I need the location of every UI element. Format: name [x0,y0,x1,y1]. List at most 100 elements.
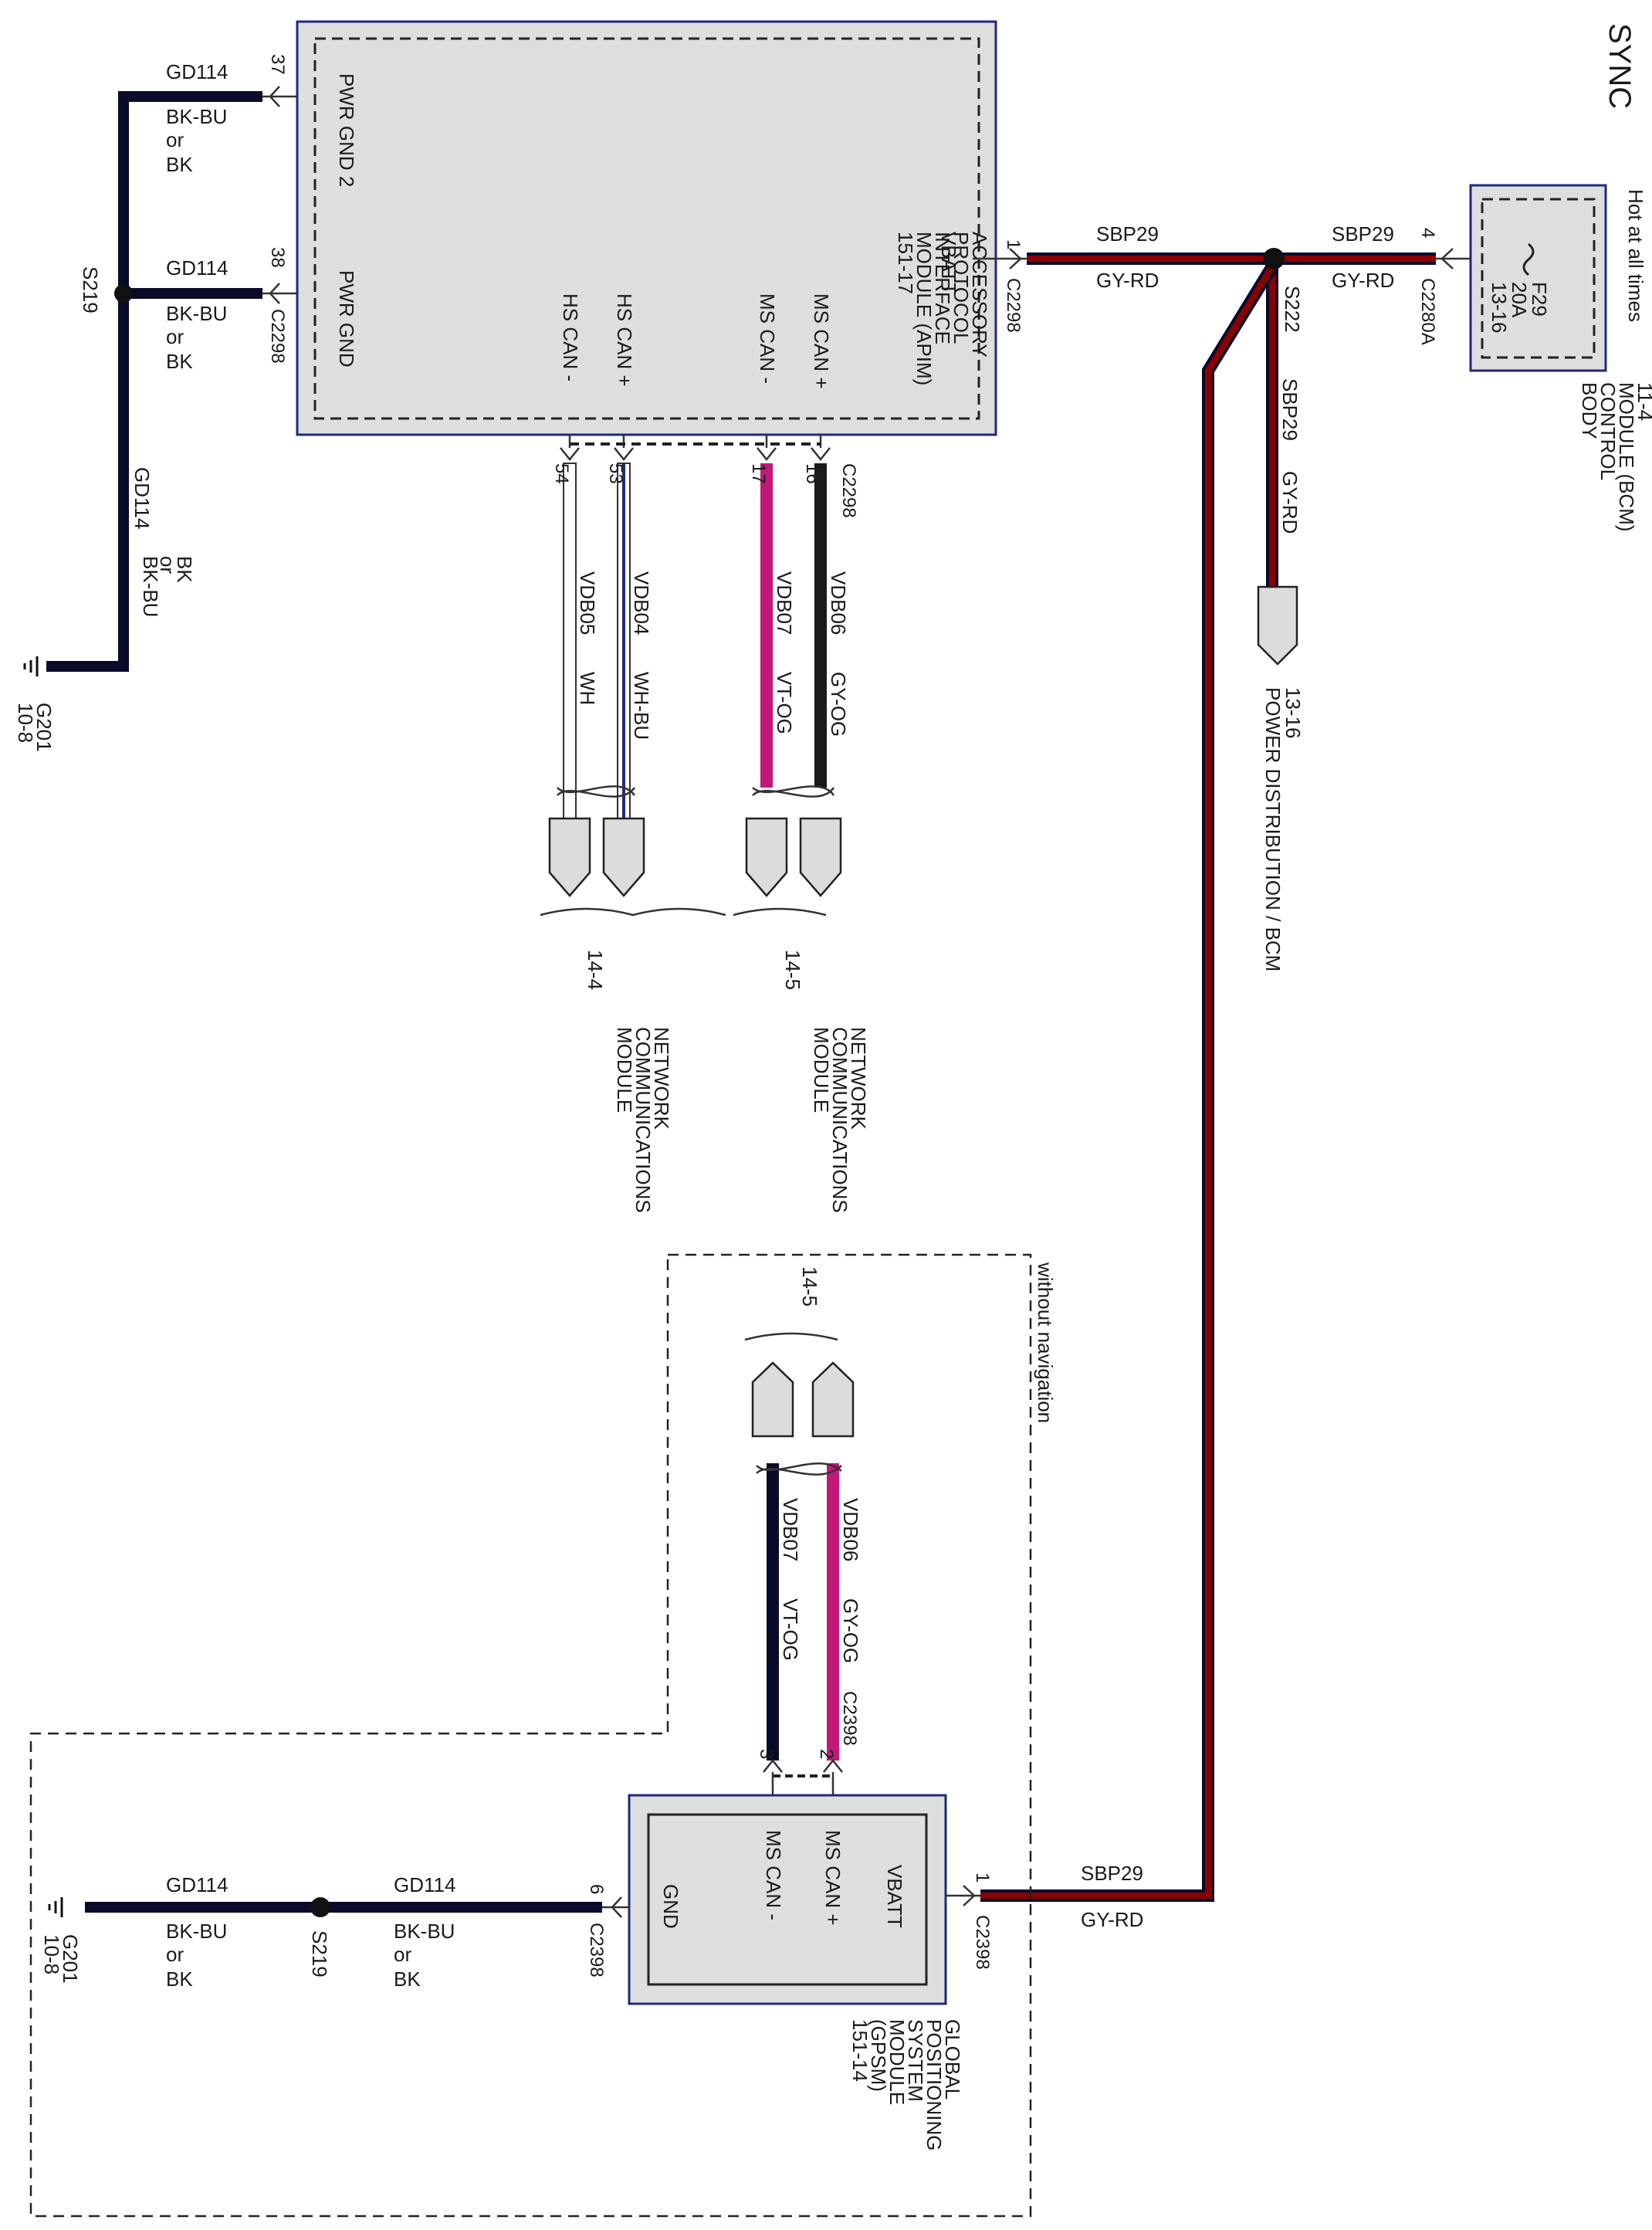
svg-text:or: or [394,1943,411,1966]
power-distribution-label: POWER DISTRIBUTION / BCM 13-16 [1261,687,1305,971]
s222-branch-label: SBP29 GY-RD [1278,378,1302,534]
apim-can-connectors [540,817,842,917]
svg-text:or: or [166,325,184,348]
splice-s219-bottom [310,1897,330,1917]
bcm-label: BODY CONTROL MODULE (BCM) 11-4 [1578,382,1652,532]
svg-text:without navigation: without navigation [1034,1262,1057,1423]
svg-text:PROTOCOL: PROTOCOL [950,232,973,344]
svg-text:BK-BU: BK-BU [139,556,162,617]
apim-terminal-ms-can-plus: MS CAN + [810,293,833,389]
svg-text:GY-OG: GY-OG [839,1598,862,1663]
ground-symbol-top [23,656,39,676]
svg-text:G201: G201 [59,1934,82,1984]
svg-text:GND: GND [659,1884,682,1929]
svg-text:GY-RD: GY-RD [1278,471,1302,534]
svg-text:VDB06: VDB06 [839,1498,862,1561]
svg-text:VDB04: VDB04 [630,571,653,635]
svg-text:COMMUNICATIONS: COMMUNICATIONS [828,1027,851,1213]
bk-or-bkbu-label: BK or BK-BU [139,556,196,617]
svg-text:S222: S222 [1281,286,1304,333]
svg-text:10-8: 10-8 [14,703,37,743]
svg-text:GD114: GD114 [166,60,228,83]
svg-text:SBP29: SBP29 [1332,222,1394,246]
svg-text:151-14: 151-14 [848,2019,872,2082]
svg-text:GD114: GD114 [166,1873,228,1896]
gpsm-can-wires [756,1462,843,1815]
svg-text:54: 54 [551,463,572,484]
apim-vbatt-connector: C2298 [1003,278,1024,333]
apim-terminal-hs-can-plus: HS CAN + [613,293,636,387]
gpsm-can-connectors: 14-5 [744,1266,855,1438]
svg-text:S219: S219 [79,266,102,313]
svg-text:BK: BK [166,350,193,373]
bcm-pin-4: 4 [1417,228,1438,238]
svg-text:VDB07: VDB07 [779,1498,802,1561]
svg-text:G201: G201 [32,703,56,752]
svg-text:14-4: 14-4 [584,950,607,990]
svg-text:13-16: 13-16 [1281,687,1305,739]
svg-text:MODULE: MODULE [613,1027,636,1113]
svg-text:C2280A: C2280A [1417,278,1438,345]
mcn-labels: 14-4 14-5 MODULE COMMUNICATIONS NETWORK … [584,950,870,1213]
svg-text:COMMUNICATIONS: COMMUNICATIONS [631,1027,655,1213]
apim-terminal-ms-can-minus: MS CAN - [756,293,779,384]
svg-text:MODULE (BCM): MODULE (BCM) [1615,382,1638,532]
svg-text:MS CAN +: MS CAN + [821,1830,845,1926]
svg-text:WH-BU: WH-BU [630,672,653,740]
svg-text:SYSTEM: SYSTEM [904,2019,927,2102]
svg-text:S219: S219 [308,1930,331,1978]
svg-text:MS CAN -: MS CAN - [762,1830,785,1920]
gd114-labels-top: GD114 BK-BU or BK GD114 BK-BU or BK [166,60,228,373]
ground-label-bottom: G201 10-8 [40,1934,82,1984]
svg-text:BK-BU: BK-BU [394,1920,455,1943]
gd114-vertical-label: GD114 [130,467,154,529]
splice-s219-label: S219 [79,266,102,313]
svg-text:NETWORK: NETWORK [847,1027,870,1130]
svg-text:6: 6 [586,1884,607,1894]
ground-symbol-bottom [48,1897,63,1917]
diagram-title: SYNC [1603,23,1637,109]
svg-text:C2298: C2298 [1003,278,1024,333]
svg-text:C2298: C2298 [838,463,859,518]
svg-text:16: 16 [802,463,823,484]
svg-text:BK: BK [394,1967,421,1991]
pin-37-label: 37 [267,54,288,75]
svg-text:F29: F29 [1528,282,1551,317]
apim-terminal-pwr-gnd: PWR GND [335,270,358,368]
svg-text:BK-BU: BK-BU [166,302,227,325]
svg-text:151-17: 151-17 [894,232,917,294]
svg-text:HS CAN -: HS CAN - [559,293,582,381]
s222-label: S222 [1281,286,1304,333]
svg-text:14-5: 14-5 [798,1266,821,1306]
apim-terminal-hs-can-minus: HS CAN - [559,293,582,381]
splice-s219-top [114,284,133,303]
svg-text:38: 38 [267,247,288,268]
gpsm-module: VBATT MS CAN + MS CAN - GND GLOBAL POSIT… [628,1794,964,2150]
svg-text:BK-BU: BK-BU [166,105,227,128]
apim-vbatt-pin: 1 [1003,239,1024,249]
svg-text:Hot at all times: Hot at all times [1624,189,1647,322]
svg-text:VDB06: VDB06 [827,571,850,635]
svg-text:BODY: BODY [1578,382,1601,439]
svg-text:WH: WH [576,672,599,705]
fuse-f29: F29 20A 13-16 [1488,282,1551,334]
gpsm-label: GLOBAL POSITIONING SYSTEM MODULE (GPSM) … [848,2019,964,2150]
ground-label-top: G201 10-8 [14,703,56,752]
splice-s222 [1263,248,1285,269]
apim-terminal-pwr-gnd2: PWR GND 2 [335,73,358,187]
svg-text:53: 53 [605,463,626,484]
svg-text:GLOBAL: GLOBAL [941,2019,964,2100]
svg-text:MODULE: MODULE [810,1027,833,1113]
hot-at-all-times-note: Hot at all times [1624,189,1647,322]
svg-text:GD114: GD114 [166,256,228,280]
apim-ground-wires [46,86,297,672]
svg-text:VT-OG: VT-OG [779,1598,802,1661]
svg-text:2: 2 [816,1749,837,1759]
bcm-connector: C2280A [1417,278,1438,345]
connector-c2298-gnd: C2298 [267,309,288,364]
svg-text:POSITIONING: POSITIONING [922,2019,946,2150]
svg-text:PWR GND: PWR GND [335,270,358,368]
bcm-module: F29 20A 13-16 Hot at all times BODY CONT… [1469,184,1652,532]
